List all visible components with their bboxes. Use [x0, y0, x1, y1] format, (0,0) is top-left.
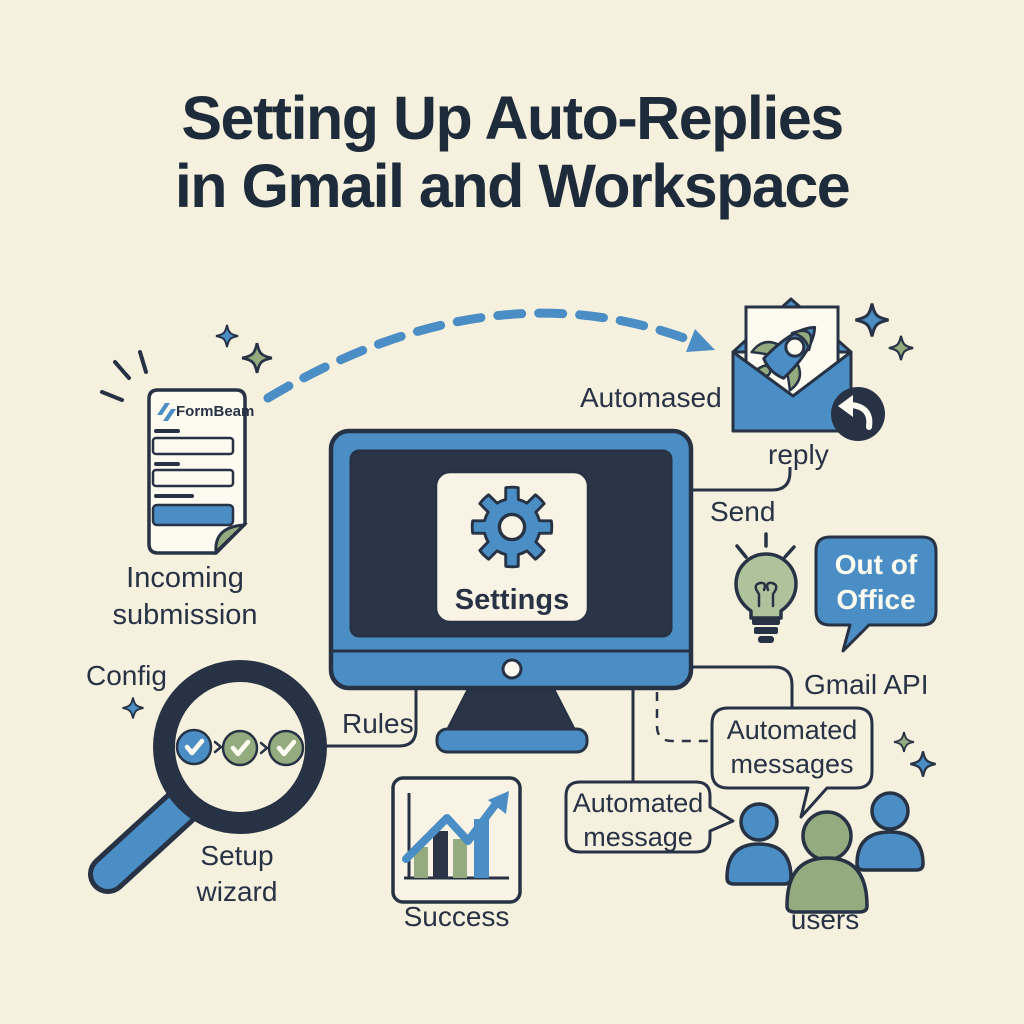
folded-corner	[214, 523, 248, 556]
bar-chart-icon	[391, 776, 522, 904]
gmail-api-label: Gmail API	[804, 669, 929, 700]
connector-lines	[325, 467, 794, 781]
envelope-icon	[731, 297, 885, 441]
send-label: Send	[710, 496, 776, 527]
out-of-office-bubble	[814, 535, 938, 653]
form-input	[151, 436, 235, 456]
emphasis-lines	[100, 350, 148, 402]
sparkle-icon	[909, 750, 937, 778]
reply-label: reply	[768, 439, 829, 470]
user-icon	[855, 791, 925, 872]
form-input	[151, 468, 235, 488]
field-label-line	[154, 462, 180, 466]
settings-label: Settings	[454, 584, 570, 616]
sparkle-icon	[215, 324, 239, 348]
gear-icon	[470, 485, 554, 569]
field-label-line	[154, 429, 180, 433]
form-submit-button	[151, 503, 235, 527]
camera-dot	[501, 658, 523, 680]
sparkle-icon	[854, 302, 890, 338]
out-of-office-label: Out of Office	[834, 549, 918, 615]
growth-arrow-icon	[402, 791, 509, 863]
rules-label: Rules	[342, 708, 414, 739]
monitor-icon	[328, 428, 694, 754]
automated-messages-label: Automated messages	[726, 715, 858, 779]
formbeam-logo-icon	[157, 403, 176, 421]
sparkle-icon	[887, 334, 915, 362]
chevron-right-icon	[259, 741, 269, 755]
check-circle-icon	[221, 729, 259, 767]
connector-dashed-to-messages-bubble	[655, 692, 711, 743]
success-label: Success	[403, 901, 510, 932]
sparkle-icon	[893, 731, 915, 753]
formbeam-brand-label: FormBeam	[176, 403, 255, 420]
setup-wizard-label: Setup wizard	[196, 840, 278, 907]
sparkle-icon	[240, 341, 274, 375]
form-document-icon	[147, 388, 248, 556]
check-circle-icon	[175, 728, 213, 766]
chevron-right-icon	[213, 740, 223, 754]
sparkle-icon	[121, 696, 145, 720]
lightbulb-icon	[734, 532, 798, 643]
automated-message-label: Automated message	[572, 788, 704, 852]
rocket-icon	[750, 325, 817, 392]
magnifier-handle	[88, 788, 200, 894]
incoming-submission-label: Incoming submission	[112, 562, 258, 632]
automated-label: Automased	[580, 382, 722, 413]
connector-rules-to-magnifier	[325, 688, 418, 748]
check-circle-icon	[267, 729, 305, 767]
connector-monitor-to-reply	[692, 467, 792, 492]
users-group	[725, 791, 925, 914]
connector-monitor-to-gmail-api	[692, 665, 794, 708]
user-icon	[785, 810, 869, 914]
config-label: Config	[86, 660, 167, 691]
user-icon	[725, 802, 793, 886]
users-label: users	[790, 904, 860, 935]
monitor-base	[435, 727, 589, 754]
automated-messages-bubble	[710, 706, 874, 819]
page-title: Setting Up Auto-Replies in Gmail and Wor…	[174, 84, 851, 221]
automated-message-bubble	[564, 780, 735, 854]
dashed-flow-arrow	[263, 308, 715, 403]
field-label-line	[154, 494, 194, 498]
rocket-window	[784, 336, 806, 358]
monitor-stand	[445, 688, 577, 731]
magnifier-icon	[88, 660, 327, 894]
reply-arrow-icon	[831, 387, 885, 441]
